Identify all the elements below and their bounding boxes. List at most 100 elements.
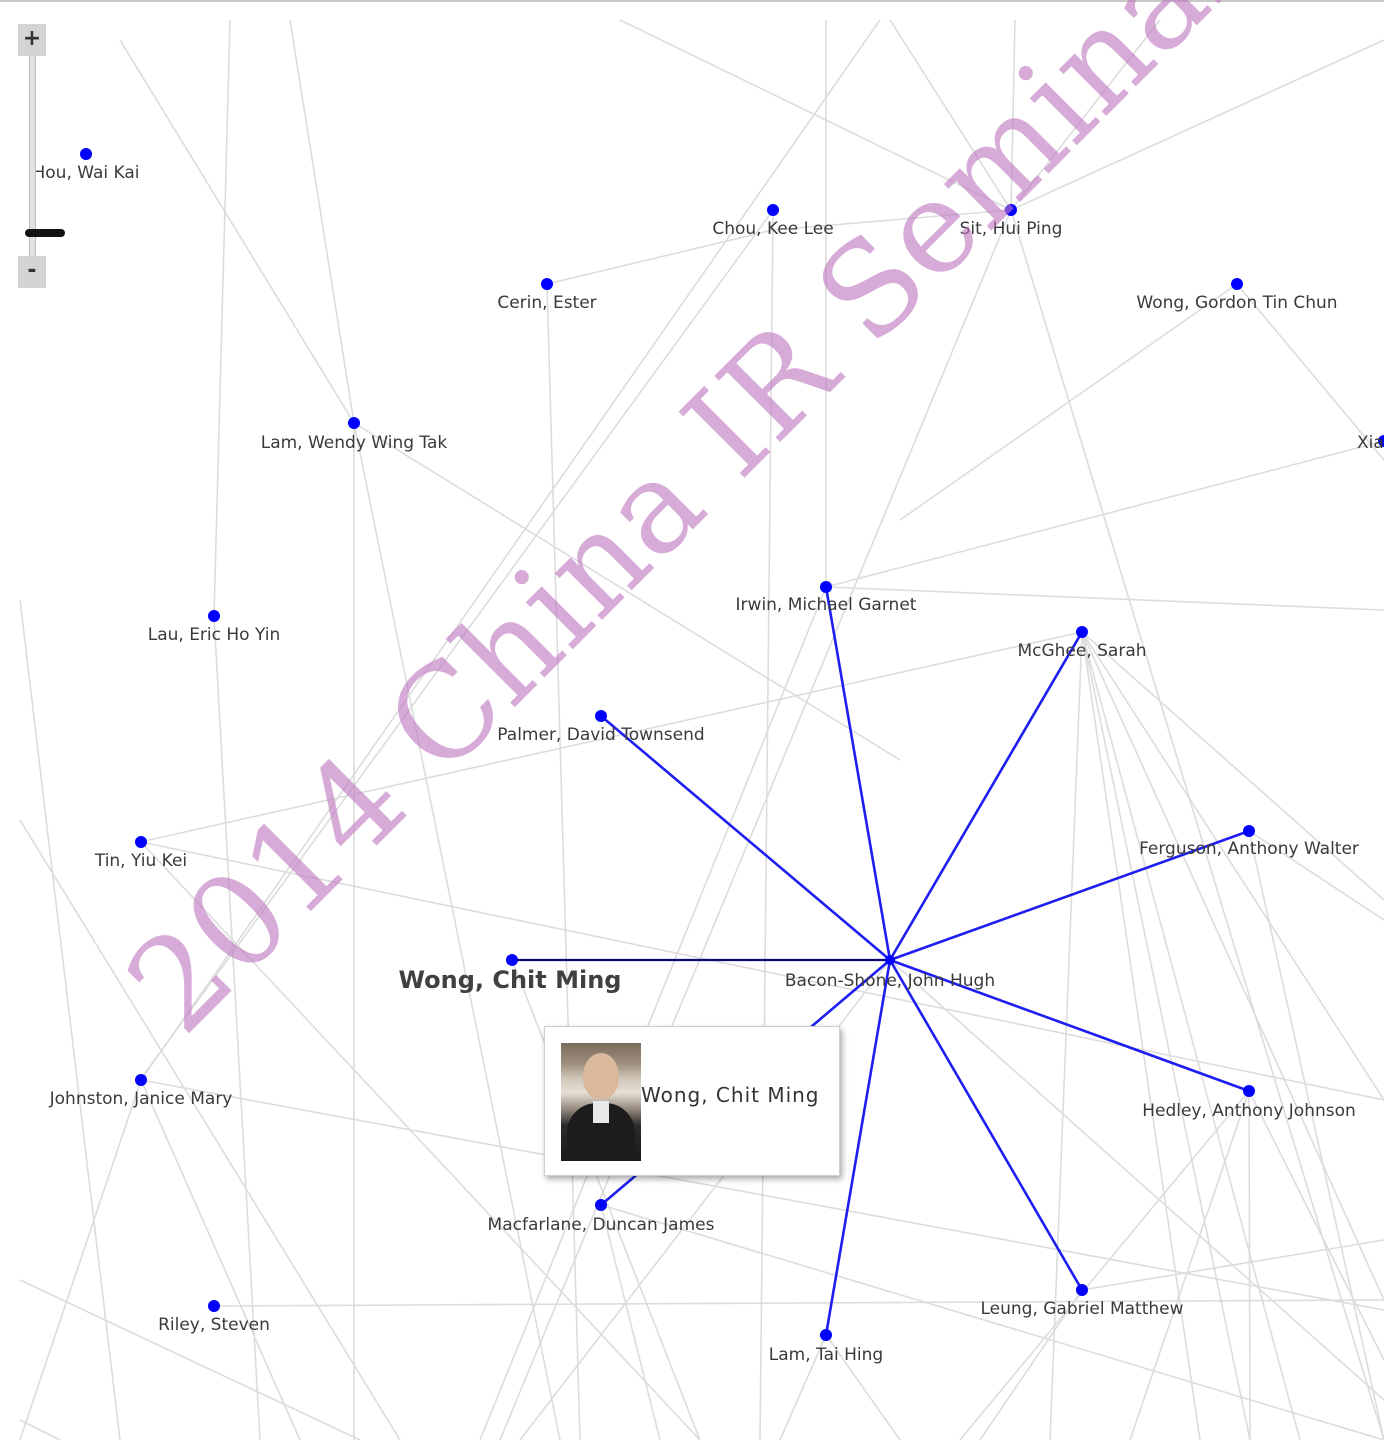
- graph-node-mcghee[interactable]: McGhee, Sarah: [1017, 626, 1147, 661]
- node-label[interactable]: Sit, Hui Ping: [960, 219, 1063, 239]
- graph-node-wongcm[interactable]: Wong, Chit Ming: [399, 954, 622, 994]
- node-dot[interactable]: [1076, 1284, 1088, 1296]
- node-label[interactable]: Hedley, Anthony Johnson: [1142, 1101, 1356, 1121]
- graph-node-johnston[interactable]: Johnston, Janice Mary: [49, 1074, 233, 1109]
- node-label[interactable]: Hou, Wai Kai: [32, 163, 139, 183]
- graph-node-ferguson[interactable]: Ferguson, Anthony Walter: [1139, 825, 1359, 859]
- graph-node-macfarlane[interactable]: Macfarlane, Duncan James: [488, 1199, 715, 1235]
- node-label[interactable]: Lau, Eric Ho Yin: [148, 625, 281, 645]
- node-label[interactable]: Ferguson, Anthony Walter: [1139, 839, 1359, 859]
- node-dot[interactable]: [541, 278, 553, 290]
- edge: [289, 19, 355, 424]
- edge: [546, 283, 581, 1440]
- node-label[interactable]: Lam, Tai Hing: [769, 1345, 883, 1365]
- edge: [889, 959, 1384, 1401]
- node-dot[interactable]: [80, 148, 92, 160]
- edge: [600, 1204, 661, 1440]
- node-dot[interactable]: [820, 1329, 832, 1341]
- graph-node-xia[interactable]: Xia: [1357, 433, 1384, 453]
- node-dot[interactable]: [506, 954, 518, 966]
- highlighted-edge-irwin: [824, 586, 892, 961]
- node-label[interactable]: Bacon-Shone, John Hugh: [785, 971, 995, 991]
- graph-node-sit[interactable]: Sit, Hui Ping: [960, 204, 1063, 239]
- node-dot[interactable]: [1076, 626, 1088, 638]
- edge: [772, 209, 1012, 231]
- top-border: [0, 0, 1384, 2]
- node-label[interactable]: Wong, Gordon Tin Chun: [1136, 293, 1337, 313]
- node-dot[interactable]: [208, 610, 220, 622]
- graph-node-lamwendy[interactable]: Lam, Wendy Wing Tak: [261, 417, 448, 453]
- node-dot[interactable]: [595, 710, 607, 722]
- graph-node-palmer[interactable]: Palmer, David Townsend: [497, 710, 705, 745]
- edge: [139, 631, 1083, 843]
- node-dot[interactable]: [1243, 1085, 1255, 1097]
- node-label[interactable]: Wong, Chit Ming: [399, 966, 622, 994]
- node-dot[interactable]: [820, 581, 832, 593]
- node-dot[interactable]: [135, 1074, 147, 1086]
- graph-node-riley[interactable]: Riley, Steven: [158, 1300, 270, 1335]
- zoom-out-button[interactable]: -: [18, 256, 46, 288]
- background-edges: [19, 19, 1384, 1440]
- node-dot[interactable]: [348, 417, 360, 429]
- graph-node-irwin[interactable]: Irwin, Michael Garnet: [736, 581, 917, 615]
- node-dot[interactable]: [135, 836, 147, 848]
- node-label[interactable]: Palmer, David Townsend: [497, 725, 704, 745]
- node-label[interactable]: Leung, Gabriel Matthew: [980, 1299, 1183, 1319]
- node-dot[interactable]: [208, 1300, 220, 1312]
- edge: [1081, 631, 1384, 901]
- zoom-slider-handle[interactable]: [25, 228, 65, 237]
- highlighted-edge-lamtai: [824, 959, 892, 1336]
- edge: [140, 841, 701, 1440]
- node-dot[interactable]: [1378, 435, 1384, 447]
- node-label[interactable]: Xia: [1357, 433, 1384, 453]
- node-dot[interactable]: [1243, 825, 1255, 837]
- edge: [779, 1334, 827, 1440]
- node-label[interactable]: Irwin, Michael Garnet: [736, 595, 917, 615]
- edge: [139, 209, 774, 1081]
- graph-node-lamtai[interactable]: Lam, Tai Hing: [769, 1329, 883, 1365]
- graph-node-cerin[interactable]: Cerin, Ester: [497, 278, 597, 313]
- edge: [1081, 631, 1384, 1301]
- edge: [19, 819, 401, 1440]
- edge: [213, 1299, 1384, 1307]
- edge: [1049, 631, 1083, 1440]
- edge: [1248, 830, 1384, 1440]
- node-label[interactable]: Macfarlane, Duncan James: [488, 1215, 715, 1235]
- zoom-in-button[interactable]: +: [18, 24, 46, 56]
- edge: [825, 1334, 901, 1440]
- graph-node-chou[interactable]: Chou, Kee Lee: [712, 204, 834, 239]
- graph-node-bacon[interactable]: Bacon-Shone, John Hugh: [785, 955, 995, 991]
- edge: [959, 1090, 1250, 1440]
- edge: [1129, 1090, 1250, 1440]
- node-label[interactable]: Lam, Wendy Wing Tak: [261, 433, 448, 453]
- node-dot[interactable]: [595, 1199, 607, 1211]
- edge: [353, 422, 901, 761]
- node-label[interactable]: Johnston, Janice Mary: [49, 1089, 233, 1109]
- edge: [1081, 631, 1251, 1440]
- node-label[interactable]: Riley, Steven: [158, 1315, 270, 1335]
- node-label[interactable]: Chou, Kee Lee: [712, 219, 833, 239]
- graph-node-leung[interactable]: Leung, Gabriel Matthew: [980, 1284, 1184, 1319]
- graph-node-lauerich[interactable]: Lau, Eric Ho Yin: [148, 610, 281, 645]
- graph-node-wonggtc[interactable]: Wong, Gordon Tin Chun: [1136, 278, 1338, 313]
- edge: [19, 1079, 142, 1440]
- edge: [1010, 209, 1384, 1440]
- node-dot[interactable]: [885, 955, 895, 965]
- portrait-photo: [561, 1043, 641, 1161]
- edge: [479, 586, 827, 1440]
- edge: [19, 1279, 361, 1440]
- graph-node-hou[interactable]: Hou, Wai Kai: [32, 148, 140, 183]
- node-label[interactable]: McGhee, Sarah: [1017, 641, 1146, 661]
- edge: [1248, 830, 1384, 921]
- node-dot[interactable]: [767, 204, 779, 216]
- node-dot[interactable]: [1231, 278, 1243, 290]
- graph-node-tin[interactable]: Tin, Yiu Kei: [94, 836, 187, 871]
- graph-node-hedley[interactable]: Hedley, Anthony Johnson: [1142, 1085, 1356, 1121]
- edge: [979, 1289, 1083, 1440]
- zoom-slider-track[interactable]: [25, 56, 65, 256]
- node-dot[interactable]: [1005, 204, 1017, 216]
- node-label[interactable]: Tin, Yiu Kei: [94, 851, 187, 871]
- node-label[interactable]: Cerin, Ester: [497, 293, 596, 313]
